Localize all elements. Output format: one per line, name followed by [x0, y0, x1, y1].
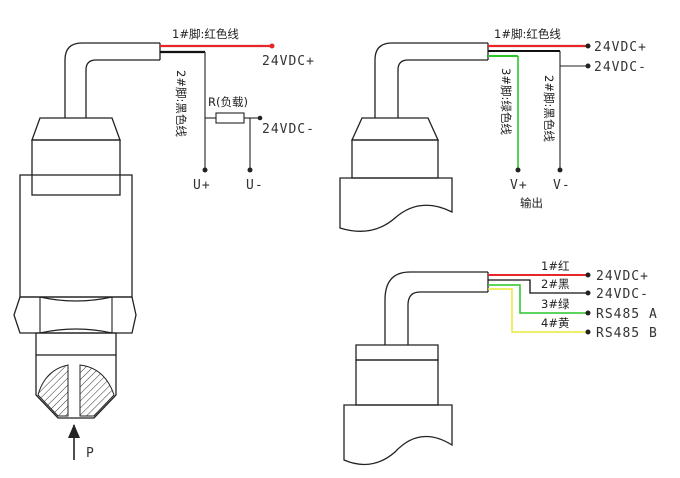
- thread-port: [35, 332, 117, 356]
- out-pos-label-2: V+: [510, 178, 528, 193]
- pin2-label-2: 2#脚:黑色线: [542, 75, 556, 142]
- supply-neg-label-3: 24VDC-: [596, 287, 649, 302]
- supply-neg-label-2: 24VDC-: [594, 60, 647, 75]
- load-label: R(负载): [208, 95, 248, 109]
- diagram-3: 1#红 24VDC+ 2#黑 24VDC- 3#绿 RS485 A 4#黄 RS…: [343, 259, 658, 466]
- pin1-label-2: 1#脚:红色线: [494, 27, 561, 41]
- out-neg-label-2: V-: [553, 178, 571, 193]
- sensor-body-3: [343, 404, 453, 466]
- diagram-1: P 1#脚:红色线 24VDC+ U+ 2#脚:黑色线 R(负载) U- 24V…: [13, 27, 315, 461]
- pin2-label: 2#脚:黑色线: [174, 70, 188, 137]
- pin1-label-3: 1#红: [541, 259, 569, 273]
- cable-inner-1: [85, 59, 160, 118]
- pressure-label: P: [86, 446, 95, 461]
- sensor-body-2: [339, 177, 453, 232]
- supply-pos-label-2: 24VDC+: [594, 40, 647, 55]
- pin4-label-3: 4#黄: [541, 316, 569, 330]
- cable-outer-1: [64, 42, 160, 118]
- rs485-b-label: RS485 B: [596, 326, 658, 341]
- out-neg-label: U-: [246, 178, 264, 193]
- supply-pos-label-3: 24VDC+: [596, 269, 649, 284]
- output-label-2: 输出: [520, 196, 543, 210]
- pin3-label-3: 3#绿: [541, 297, 570, 311]
- diagram-2: 1#脚:红色线 24VDC+ 24VDC- V- 2#脚:黑色线 V+ 3#脚:…: [339, 27, 647, 232]
- out-pos-label: U+: [193, 178, 211, 193]
- supply-pos-label: 24VDC+: [262, 54, 315, 69]
- load-resistor: [215, 112, 245, 124]
- pin3-label-2: 3#脚:绿色线: [499, 68, 513, 135]
- pin2-label-3: 2#黑: [541, 277, 569, 291]
- pin1-label: 1#脚:红色线: [172, 27, 239, 41]
- hex-nut: [13, 296, 137, 334]
- sensor-cap: [31, 117, 121, 141]
- sensor-upper-body: [31, 139, 121, 196]
- sensor-body: [19, 174, 133, 298]
- rs485-a-label: RS485 A: [596, 307, 658, 322]
- supply-neg-label: 24VDC-: [262, 122, 315, 137]
